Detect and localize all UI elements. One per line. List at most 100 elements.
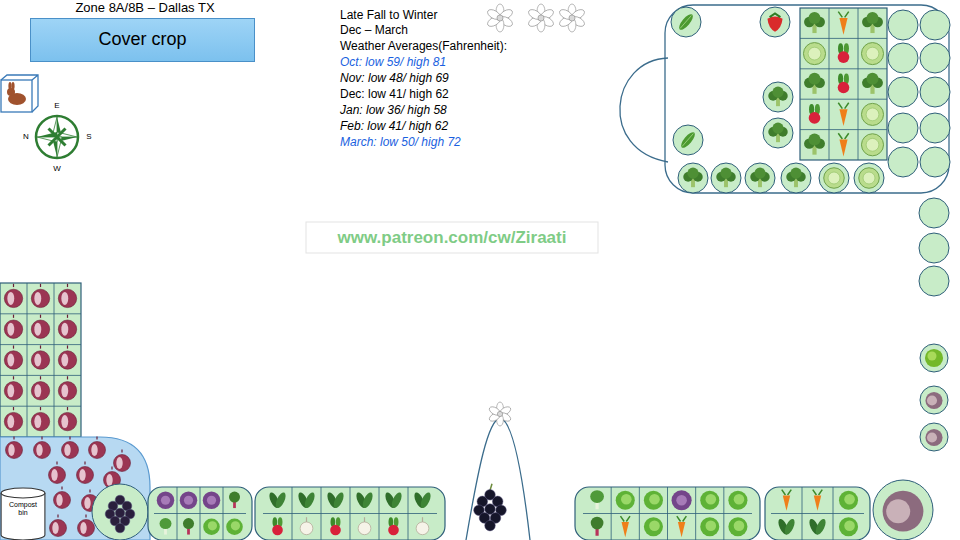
- fig-skin: [925, 429, 942, 446]
- onion-tip: [84, 462, 85, 465]
- cabbage-outer: [861, 134, 883, 156]
- lettuce-inner: [208, 521, 217, 530]
- plant-icon: [31, 345, 49, 369]
- carrot-leaves: [782, 490, 792, 495]
- raised-bed: [148, 487, 252, 540]
- plant-icon: [838, 103, 848, 126]
- onion-shine: [34, 292, 41, 305]
- plant-icon: [34, 437, 51, 459]
- onion-shine: [84, 497, 90, 509]
- plant-icon: [325, 491, 345, 510]
- plant-icon: [58, 407, 76, 431]
- plant-icon: [700, 491, 719, 510]
- spinach-leaf: [419, 491, 433, 510]
- plant-icon: [50, 515, 67, 537]
- plant-icon: [804, 134, 825, 155]
- onion-tip: [40, 345, 41, 348]
- weather-line: Feb: low 41/ high 62: [340, 120, 448, 133]
- plant-icon: [296, 491, 316, 510]
- lettuce-inner: [844, 520, 855, 531]
- planter-circle: [745, 163, 775, 193]
- onion-shine: [80, 522, 86, 534]
- raised-bed: [765, 487, 870, 540]
- planter-circle: [760, 7, 790, 37]
- berry: [485, 520, 496, 531]
- plant-icon: [677, 516, 687, 537]
- fig-flesh: [927, 432, 937, 442]
- red-cabbage-inner: [207, 496, 216, 505]
- onion-tip: [13, 315, 14, 318]
- lettuce-outer: [839, 517, 858, 536]
- onion-tip: [67, 284, 68, 287]
- raised-bed: [0, 283, 81, 437]
- onion-shine: [61, 292, 68, 305]
- planter-circle: [781, 163, 811, 193]
- plant-icon: [838, 43, 850, 63]
- planter-circle: [919, 233, 949, 263]
- broccoli-head: [687, 168, 698, 179]
- onion-shine: [34, 354, 41, 367]
- planter-circle: [873, 480, 933, 540]
- bin-lid: [1, 488, 45, 498]
- onion-tip: [40, 407, 41, 410]
- onion-shine: [7, 384, 14, 397]
- carrot-leaves: [677, 516, 687, 521]
- bed-grid-line: [54, 283, 55, 437]
- raised-bed: [575, 487, 760, 540]
- garlic-tip: [306, 517, 307, 522]
- garlic-bulb: [358, 522, 371, 535]
- red-cabbage-outer: [672, 490, 692, 510]
- plant-icon: [58, 345, 76, 369]
- onion-bulb: [58, 320, 76, 338]
- path-loop: [620, 58, 668, 162]
- lettuce-outer: [616, 491, 635, 510]
- spinach-leaf: [303, 491, 317, 510]
- spinach-leaf: [274, 491, 288, 510]
- bed-grid-line: [0, 313, 81, 314]
- rabbit-hutch: [1, 80, 32, 112]
- plant-icon: [861, 134, 883, 156]
- lettuce-outer: [700, 491, 719, 510]
- plant-icon: [767, 13, 782, 31]
- plant-icon: [4, 407, 22, 431]
- spinach-leaf: [814, 517, 828, 536]
- cabbage-outer: [859, 168, 880, 189]
- planter-circle: [888, 10, 918, 40]
- planter-circle: [888, 147, 918, 177]
- garlic-tip: [364, 517, 365, 522]
- compass-minor-point: [57, 129, 65, 137]
- plant-icon: [620, 516, 630, 537]
- onion-shine: [61, 323, 68, 336]
- onion-tip: [13, 345, 14, 348]
- lettuce-outer: [700, 517, 719, 536]
- onion-bulb: [89, 442, 106, 459]
- plant-icon: [488, 402, 512, 426]
- flower-center: [497, 15, 503, 21]
- planter-circle: [920, 147, 950, 177]
- onion-bulb: [62, 442, 79, 459]
- carrot-root: [814, 495, 821, 510]
- red-cabbage-inner: [161, 496, 170, 505]
- onion-tip: [89, 490, 90, 493]
- bin-body: [1, 493, 45, 540]
- broccoli-head: [866, 73, 878, 85]
- onion-tip: [13, 407, 14, 410]
- plant-icon: [105, 495, 135, 533]
- lettuce-outer: [644, 517, 663, 536]
- plant-icon: [267, 491, 287, 510]
- garlic-tip: [422, 517, 423, 522]
- plant-icon: [358, 517, 371, 534]
- planter-circle: [763, 118, 793, 148]
- plant-icon: [591, 517, 604, 536]
- cabbage-inner: [866, 138, 879, 151]
- bed-grid-line: [583, 513, 752, 514]
- planter-circle: [673, 125, 703, 155]
- onion-shine: [34, 323, 41, 336]
- planter-circle: [763, 82, 793, 112]
- planter-circle: [888, 113, 918, 143]
- plant-icon: [54, 487, 71, 509]
- plant-icon: [590, 490, 604, 509]
- planter-circle: [920, 113, 950, 143]
- cabbage-inner: [866, 47, 879, 60]
- garlic-bulb: [300, 522, 313, 535]
